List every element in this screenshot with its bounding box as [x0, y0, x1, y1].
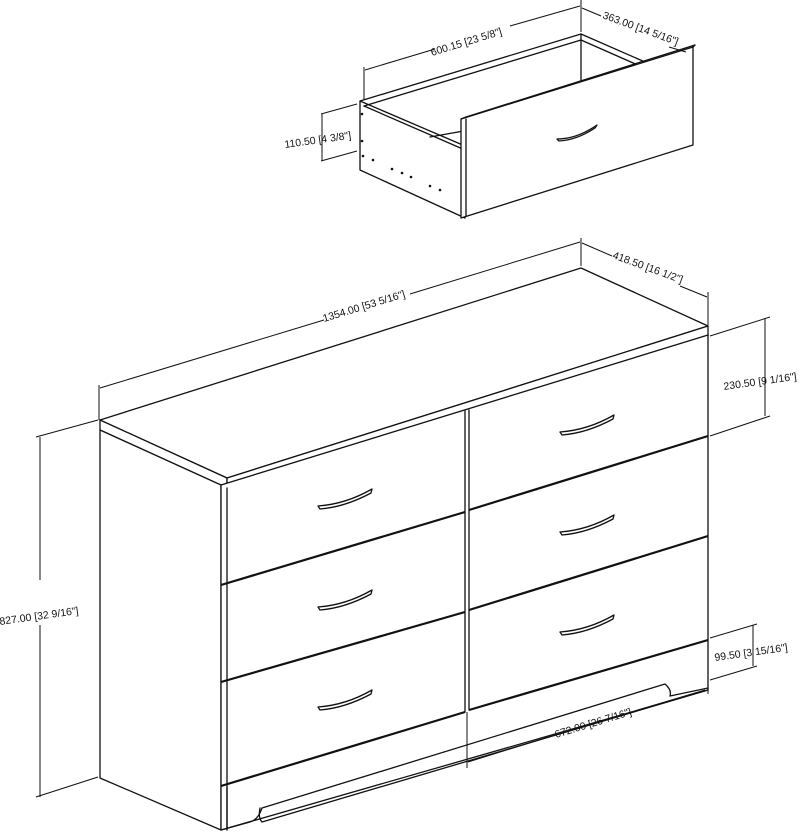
handle-icon-5 [559, 514, 615, 536]
dresser-height-label: 827.00 [32 9/16"] [0, 605, 79, 628]
drawer-detail: 600.15 [23 5/8"] 363.00 [14 5/16"] 110.5… [284, 0, 696, 219]
base-cutout-left [258, 689, 709, 823]
drawer-front-height-label: 230.50 [9 1/16"] [723, 371, 798, 393]
drawer-front [460, 46, 694, 219]
side-panel-left [99, 429, 222, 831]
dowel-holes [360, 112, 442, 192]
drawer-depth-label: 600.15 [23 5/8"] [429, 26, 503, 59]
drawer-handle-icon [556, 124, 598, 142]
dresser [99, 267, 709, 831]
handle-icon-4 [559, 414, 615, 436]
handle-icon-1 [317, 488, 373, 510]
handle-icon-2 [317, 589, 373, 611]
drawer-handles [317, 414, 615, 711]
drawer-height-label: 110.50 [4 3/8"] [284, 130, 352, 151]
handle-icon-6 [559, 614, 615, 636]
drawer-side-panel [359, 100, 466, 219]
dresser-width-label: 1354.00 [53 5/16"] [321, 288, 406, 324]
drawer-width-label: 363.00 [14 5/16"] [601, 10, 680, 49]
dresser-depth-label: 418.50 [16 1/2"] [611, 250, 685, 287]
base-height-label: 99.50 [3 15/16"] [714, 642, 789, 664]
base-kickplate [220, 683, 709, 831]
handle-icon-3 [317, 689, 373, 711]
